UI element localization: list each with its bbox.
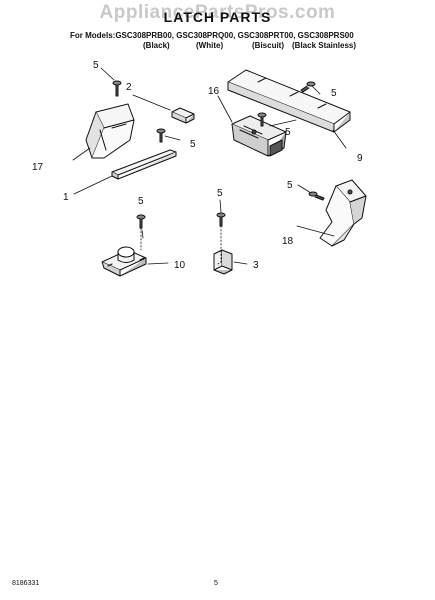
color-label-biscuit: (Biscuit): [252, 41, 284, 50]
callout-16: 16: [208, 86, 220, 97]
callout-5-middle: 5: [190, 139, 196, 150]
callout-10: 10: [174, 260, 186, 271]
leader-lines: [72, 67, 347, 265]
screw-5-a: [112, 80, 122, 97]
part-18-bracket: [319, 179, 367, 247]
screw-5-c: [300, 81, 316, 93]
part-2-pin: [171, 107, 195, 124]
callout-17: 17: [32, 162, 44, 173]
callout-5-top-left: 5: [93, 60, 99, 71]
color-label-black-stainless: (Black Stainless): [292, 41, 357, 50]
callout-5-lower-right: 5: [287, 180, 293, 191]
screw-5-d: [257, 112, 267, 127]
callout-5-lower-left: 5: [138, 196, 144, 207]
part-1-latch-bar: [111, 149, 177, 180]
part-10-latch-motor: [101, 246, 147, 277]
color-label-black: (Black): [143, 41, 170, 50]
callout-9: 9: [357, 153, 363, 164]
callout-18: 18: [282, 236, 294, 247]
callout-5-lower-center: 5: [217, 188, 223, 199]
screw-5-e: [136, 214, 146, 229]
color-label-white: (White): [196, 41, 224, 50]
screw-5-f: [216, 212, 226, 227]
watermark: AppliancePartsPros.com: [99, 2, 336, 23]
screw-5-g: [308, 191, 325, 201]
callout-1: 1: [63, 192, 69, 203]
part-3-clip: [213, 249, 233, 275]
callout-5-switch: 5: [285, 127, 291, 138]
page-title: LATCH PARTS: [163, 9, 272, 25]
screw-5-b: [156, 128, 166, 143]
callout-3: 3: [253, 260, 259, 271]
document-number: 8186331: [12, 580, 40, 587]
callout-2: 2: [126, 82, 132, 93]
part-16-latch-switch: [231, 115, 287, 157]
page-number: 5: [214, 580, 218, 587]
part-9-latch-bracket: [227, 69, 351, 133]
callout-5-top-right: 5: [331, 88, 337, 99]
part-17-latch-cover: [85, 103, 135, 159]
models-line: For Models:GSC308PRB00, GSC308PRQ00, GSC…: [70, 31, 354, 40]
